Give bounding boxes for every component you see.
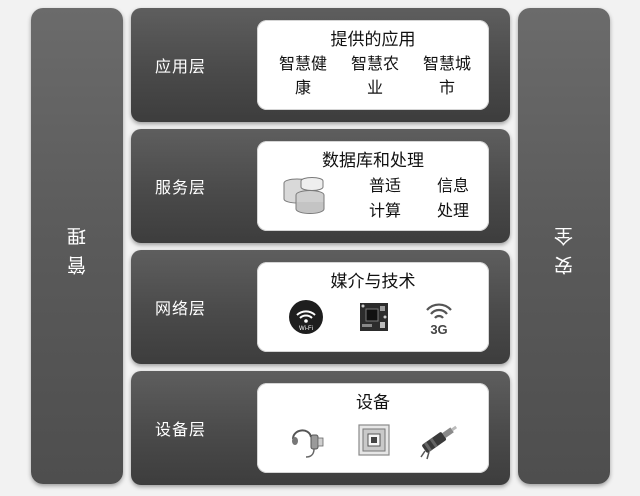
network-layer: 网络层 媒介与技术 Wi-Fi — [131, 250, 510, 364]
service-information: 信息 — [436, 176, 469, 195]
security-pillar: 安全 — [518, 8, 610, 484]
service-processing: 处理 — [436, 201, 469, 220]
wifi-icon: Wi-Fi — [289, 300, 323, 334]
app-smart-agriculture: 智慧农业 — [351, 54, 400, 97]
application-layer: 应用层 提供的应用 智慧健康 智慧农业 智慧城市 — [131, 8, 510, 122]
service-list: 普适 信息 计算 处理 — [353, 173, 485, 223]
service-panel: 数据库和处理 普适 信息 计算 处理 — [257, 141, 489, 231]
device-panel: 设备 — [257, 383, 489, 473]
management-label: 管理 — [66, 217, 89, 275]
circuit-board-icon — [360, 303, 388, 331]
application-panel: 提供的应用 智慧健康 智慧农业 智慧城市 — [257, 20, 489, 110]
service-ubiquitous: 普适 — [368, 176, 401, 195]
cellular-3g-icon: 3G — [426, 303, 452, 337]
earpiece-sensor-icon — [292, 429, 324, 458]
service-layer: 服务层 数据库和处理 普适 信息 计算 处理 — [131, 129, 510, 243]
app-smart-city: 智慧城市 — [423, 54, 472, 97]
chip-icon — [358, 424, 390, 456]
database-icon — [283, 177, 325, 214]
service-panel-title: 数据库和处理 — [322, 151, 424, 171]
network-panel-title: 媒介与技术 — [330, 272, 416, 292]
application-layer-label: 应用层 — [155, 57, 207, 76]
network-layer-label: 网络层 — [155, 299, 207, 318]
security-label: 安全 — [553, 217, 576, 275]
service-layer-label: 服务层 — [155, 178, 207, 197]
network-panel: 媒介与技术 Wi-Fi — [257, 262, 489, 352]
application-panel-title: 提供的应用 — [330, 30, 416, 50]
cellular-3g-text: 3G — [430, 322, 447, 337]
device-panel-title: 设备 — [356, 393, 390, 413]
application-list: 智慧健康 智慧农业 智慧城市 — [279, 52, 471, 100]
app-smart-health: 智慧健康 — [279, 54, 328, 97]
device-layer: 设备层 设备 — [131, 371, 510, 485]
management-pillar: 管理 — [31, 8, 123, 484]
device-layer-label: 设备层 — [155, 420, 207, 439]
device-icons — [257, 417, 489, 465]
network-icons: Wi-Fi 3G — [257, 296, 489, 344]
service-computing: 计算 — [368, 201, 401, 220]
wifi-text: Wi-Fi — [299, 326, 313, 332]
actuator-sensor-icon — [420, 425, 458, 460]
